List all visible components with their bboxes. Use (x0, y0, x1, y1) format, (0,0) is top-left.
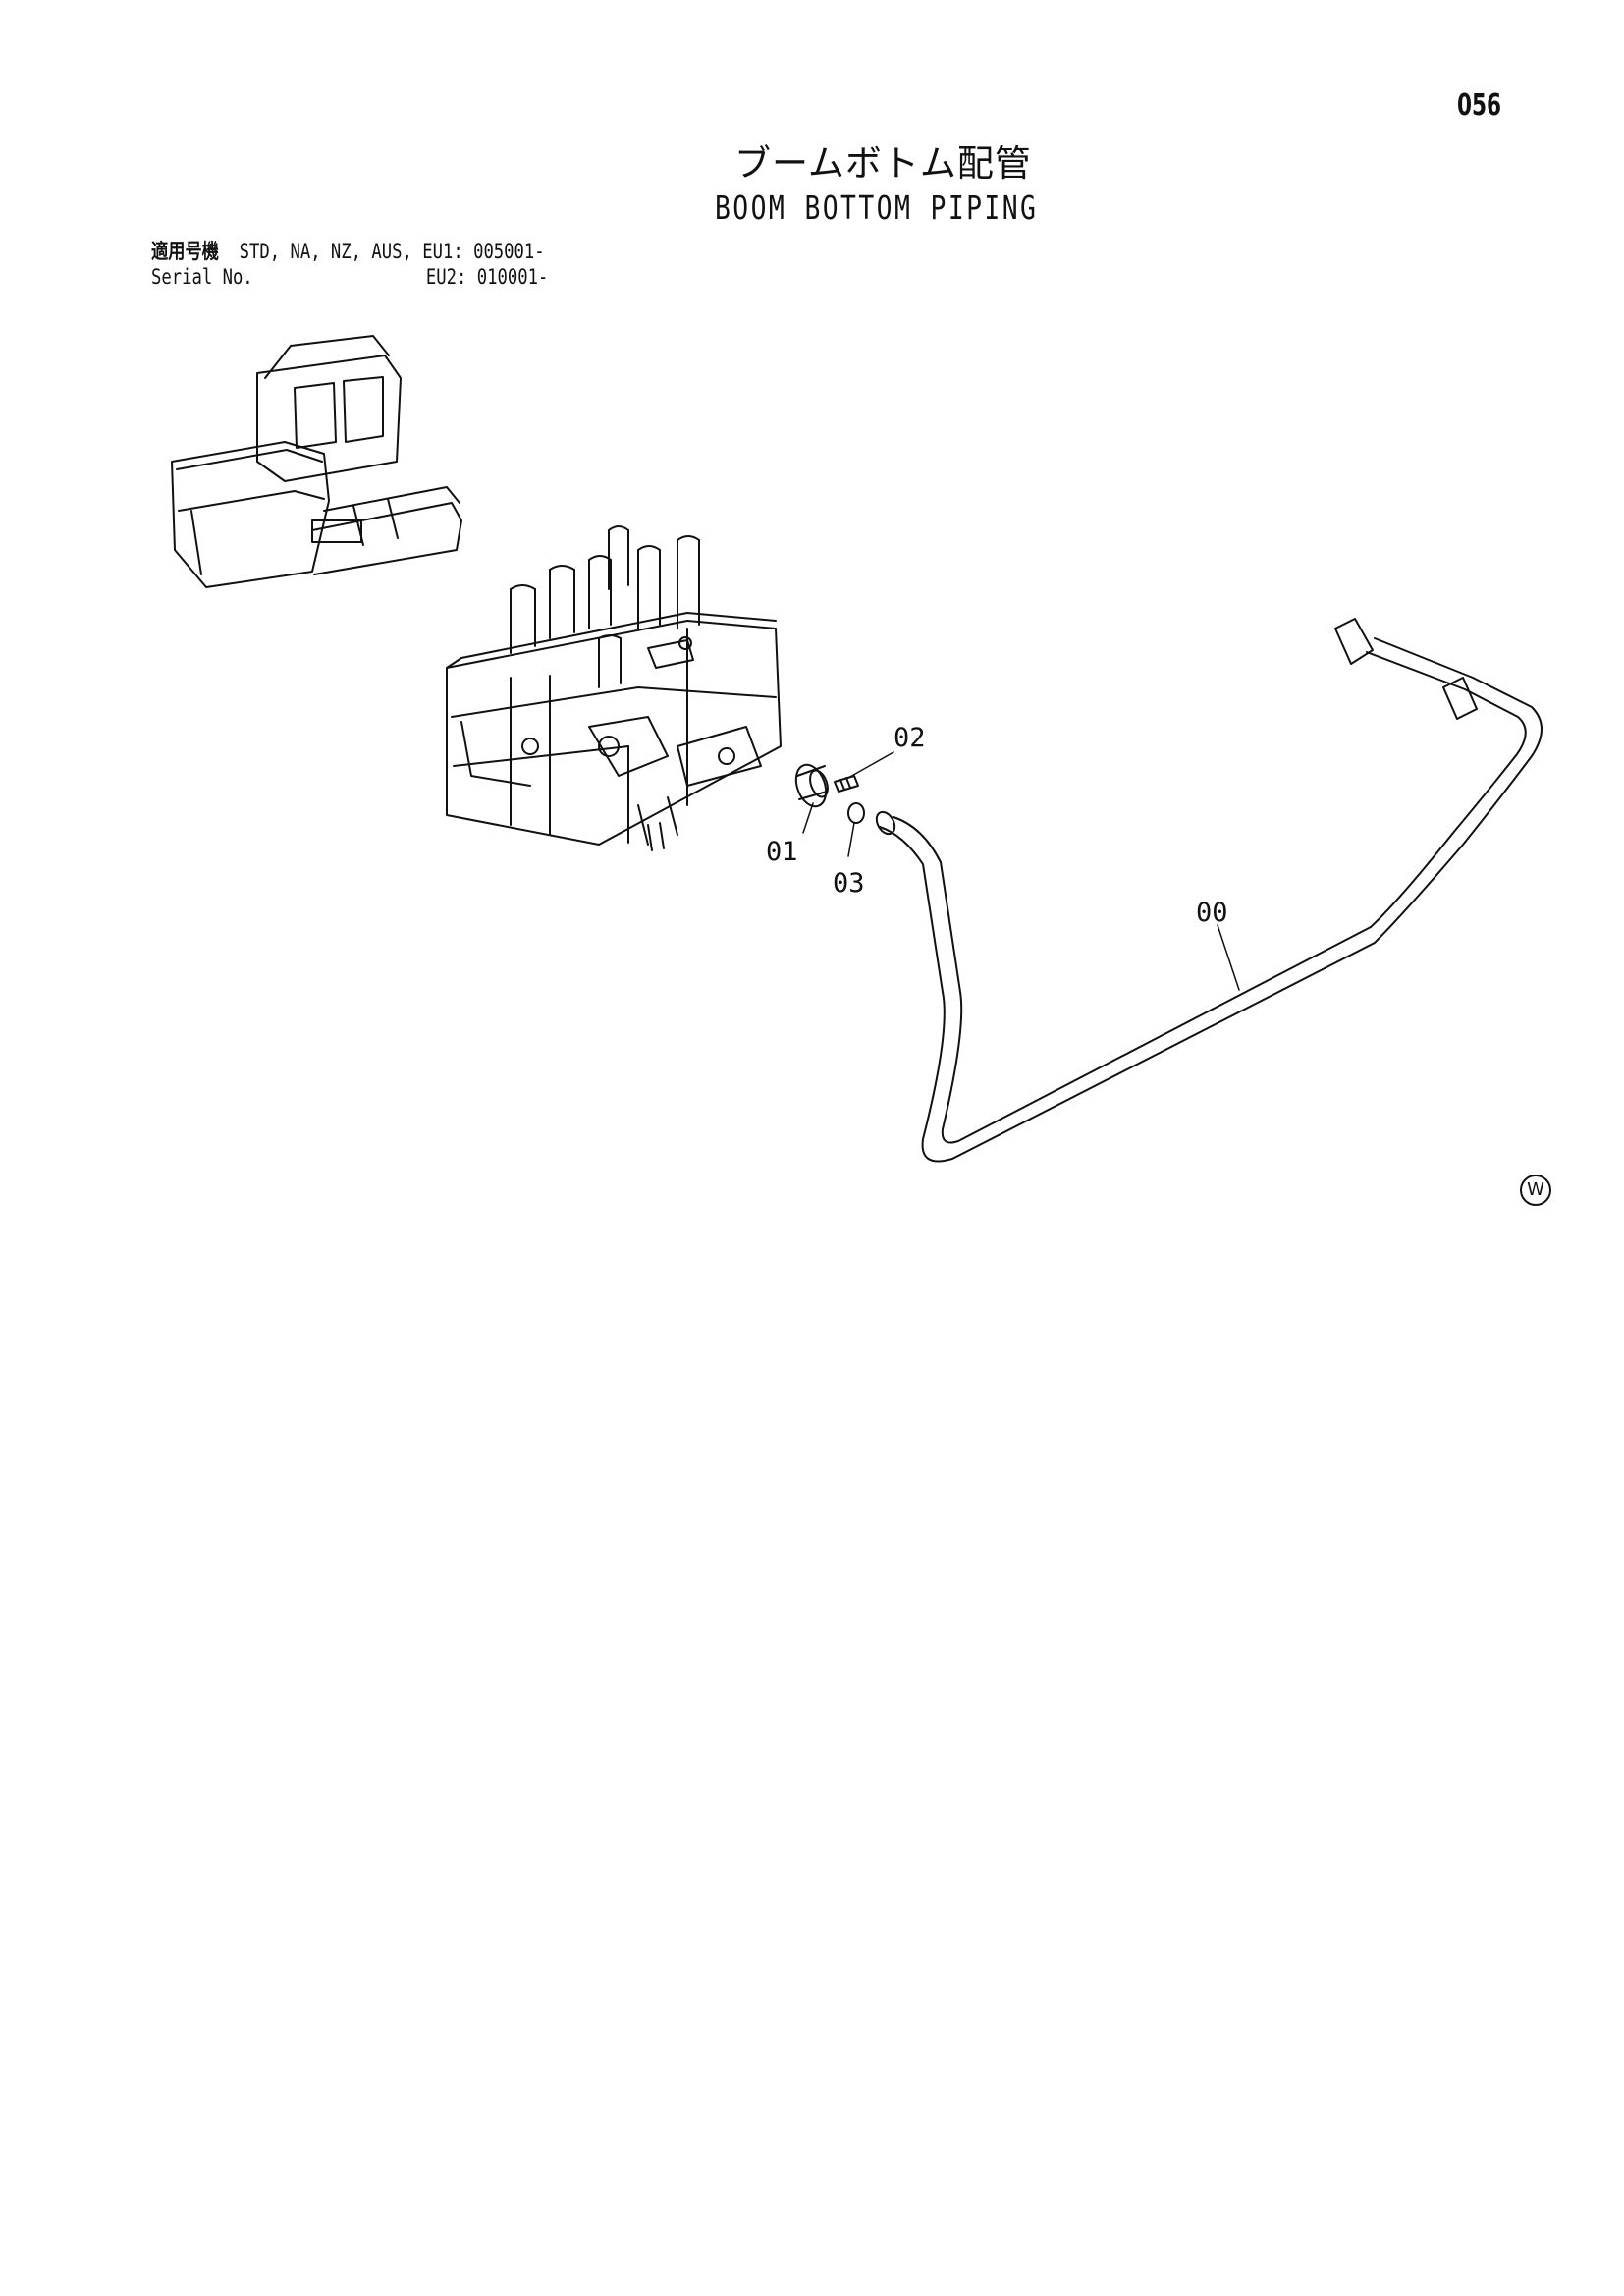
bolt-part-02 (834, 775, 859, 793)
callout-label-02: 02 (893, 723, 926, 753)
serial-row-1: 適用号機 STD, NA, NZ, AUS, EU1: 005001- (151, 239, 548, 264)
callout-label-03: 03 (833, 868, 865, 899)
excavator-location-sketch (171, 335, 462, 588)
page-title-japanese: ブームボトム配管 (734, 142, 1032, 185)
callout-label-01: 01 (766, 837, 798, 867)
page-title-english: BOOM BOTTOM PIPING (715, 189, 1039, 227)
page-number: 056 (1457, 88, 1502, 123)
boom-bottom-pipe-part-00 (875, 618, 1543, 1163)
serial-models-line-2: EU2: 010001- (425, 265, 549, 289)
callout-leaders (802, 751, 1240, 991)
control-valve-assembly (446, 525, 782, 851)
serial-label-japanese: 適用号機 (151, 240, 219, 263)
serial-applicability: 適用号機 STD, NA, NZ, AUS, EU1: 005001- Seri… (151, 239, 635, 290)
serial-models-line-1: STD, NA, NZ, AUS, EU1: 005001- (239, 240, 545, 263)
w-mark: W (1520, 1175, 1551, 1206)
serial-label-english: Serial No. (151, 265, 253, 289)
o-ring-part-03 (847, 802, 865, 824)
flange-part-01 (794, 763, 829, 808)
callout-label-00: 00 (1196, 898, 1228, 928)
serial-row-2: Serial No. EU2: 010001- (151, 264, 548, 290)
